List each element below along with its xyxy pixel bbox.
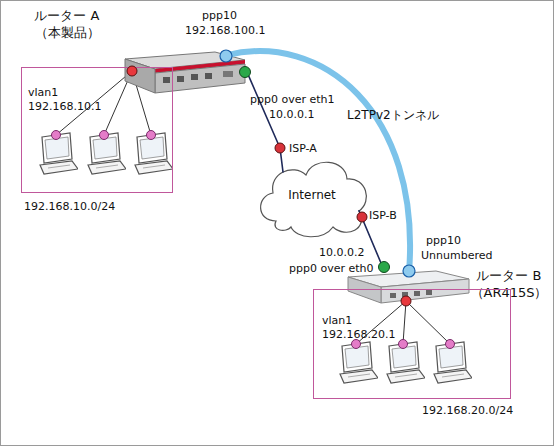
connector-label: L2TPv2トンネル [347,108,439,122]
interface-label: Unnumbered [421,249,492,263]
host-port-dot [147,131,156,140]
interface-label: 10.0.0.2 [319,246,364,260]
internet-cloud: Internet [251,151,373,239]
interface-address: vlan1 192.168.20.1 [322,314,406,342]
interface-label: ISP-B [369,209,397,223]
laptop-icon [434,342,472,383]
laptop-icon [387,342,425,383]
laptop-icon [40,133,78,174]
router-device-outline [123,51,247,95]
isp-point-dot [275,143,285,153]
host-port-dot [52,131,61,140]
interface-address: vlan1 192.168.10.1 [28,86,112,114]
interface-label: ppp10 [202,9,237,23]
tunnel-line [226,51,410,271]
interface-label: ppp0 over eth0 [289,262,374,276]
laptop-icon [340,342,378,383]
interface-label: ppp0 over eth1 [250,93,335,107]
lan-wire [406,301,450,344]
router-name: ルーター B （AR415S） [470,267,548,301]
wan-port-dot [379,262,390,273]
wan-line [247,72,283,172]
host-port-dot [100,131,109,140]
interface-label: 10.0.0.1 [269,108,314,122]
lan-segment-box: vlan1 192.168.10.1192.168.10.0/24 [21,67,173,193]
interface-label: 192.168.100.1 [185,24,265,38]
router-name: ルーター A （本製品） [26,7,108,41]
interface-label: ISP-A [289,142,317,156]
host-port-dot [399,340,408,349]
lan-wire [403,301,406,344]
network-address: 192.168.10.0/24 [24,200,174,214]
interface-label: ppp10 [426,234,461,248]
lan-segment-box: vlan1 192.168.20.1192.168.20.0/24 [313,289,511,399]
host-port-dot [446,340,455,349]
laptop-icon [88,133,126,174]
laptop-icon [135,133,173,174]
network-address: 192.168.20.0/24 [422,404,522,418]
router-device: ルーター A （本製品） [123,51,247,95]
cloud-name: Internet [251,187,373,203]
